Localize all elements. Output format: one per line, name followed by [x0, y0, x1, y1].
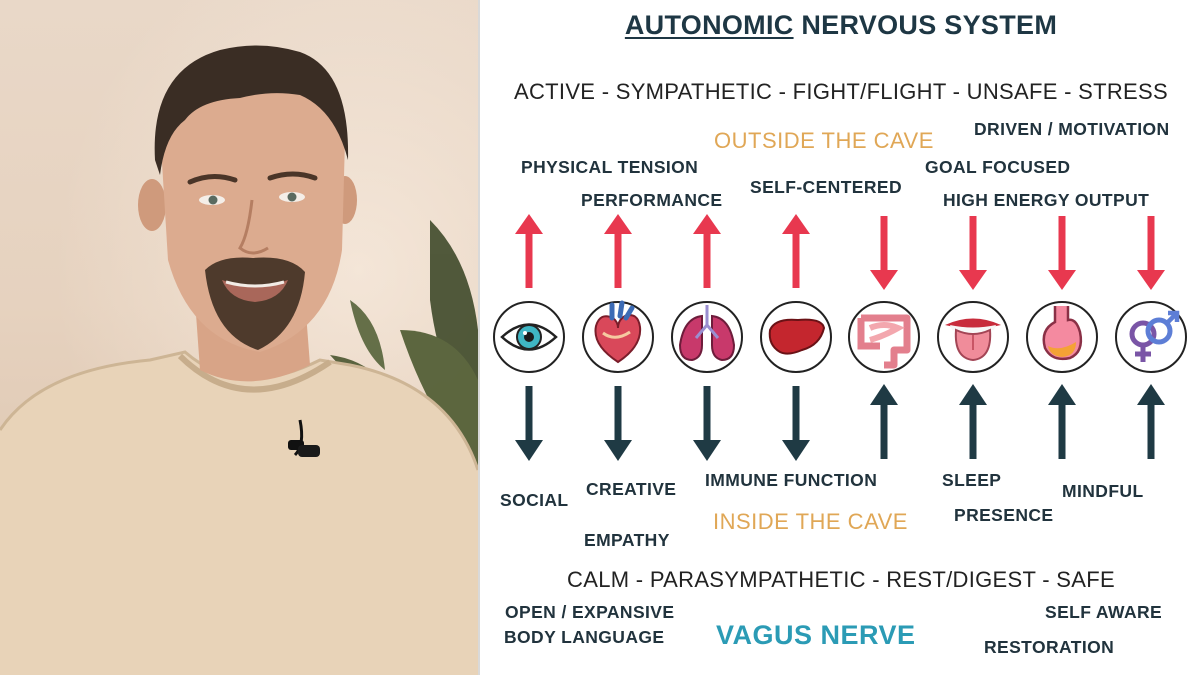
trait-body-language: BODY LANGUAGE	[504, 627, 665, 647]
trait-self-aware: SELF AWARE	[1045, 602, 1163, 622]
trait-empathy: EMPATHY	[584, 530, 670, 550]
bottom-arrow-5	[870, 384, 898, 459]
title-underlined-word: AUTONOMIC	[624, 10, 794, 40]
vagus-nerve-label: VAGUS NERVE	[716, 620, 916, 650]
presenter-illustration	[0, 45, 478, 675]
intestines-icon	[848, 301, 920, 373]
trait-presence: PRESENCE	[954, 505, 1054, 525]
trait-immune-function: IMMUNE FUNCTION	[705, 470, 878, 490]
mouth-tongue-icon	[937, 301, 1009, 373]
sympathetic-summary: ACTIVE - SYMPATHETIC - FIGHT/FLIGHT - UN…	[514, 79, 1168, 104]
gender-symbols-icon	[1115, 301, 1187, 373]
trait-mindful: MINDFUL	[1062, 481, 1144, 501]
bottom-arrow-7	[1048, 384, 1076, 459]
trait-high-energy: HIGH ENERGY OUTPUT	[943, 190, 1150, 210]
trait-self-centered: SELF-CENTERED	[750, 177, 903, 197]
lungs-icon	[671, 301, 743, 373]
outside-cave-label: OUTSIDE THE CAVE	[714, 128, 934, 153]
trait-performance: PERFORMANCE	[581, 190, 723, 210]
top-arrow-3	[693, 214, 721, 288]
diagram-title: AUTONOMIC NERVOUS SYSTEM	[480, 10, 1200, 41]
ans-diagram: AUTONOMIC NERVOUS SYSTEM ACTIVE - SYMPAT…	[478, 0, 1200, 675]
top-arrow-6	[959, 216, 987, 290]
top-arrow-8	[1137, 216, 1165, 290]
bottom-arrow-3	[693, 386, 721, 461]
tshirt	[0, 352, 478, 675]
beard	[205, 257, 305, 350]
bottom-arrow-2	[604, 386, 632, 461]
title-rest: NERVOUS SYSTEM	[793, 10, 1058, 40]
eye-icon	[493, 301, 565, 373]
hair	[154, 45, 349, 175]
liver-icon	[760, 301, 832, 373]
trait-restoration: RESTORATION	[984, 637, 1115, 657]
stomach-icon	[1026, 301, 1098, 373]
lapel-microphone	[288, 419, 320, 457]
trait-open-expansive: OPEN / EXPANSIVE	[505, 602, 675, 622]
trait-goal-focused: GOAL FOCUSED	[925, 157, 1071, 177]
inside-cave-label: INSIDE THE CAVE	[713, 509, 908, 534]
presenter-video	[0, 0, 478, 675]
top-arrow-4	[782, 214, 810, 288]
trait-sleep: SLEEP	[942, 470, 1002, 490]
parasympathetic-summary: CALM - PARASYMPATHETIC - REST/DIGEST - S…	[567, 567, 1115, 592]
heart-icon	[582, 300, 654, 373]
bottom-arrow-6	[959, 384, 987, 459]
trait-driven: DRIVEN / MOTIVATION	[974, 119, 1170, 139]
top-arrow-1	[515, 214, 543, 288]
top-arrow-5	[870, 216, 898, 290]
bottom-arrow-8	[1137, 384, 1165, 459]
top-arrow-2	[604, 214, 632, 288]
trait-creative: CREATIVE	[586, 479, 677, 499]
arrows-and-organs	[493, 214, 1187, 461]
bottom-arrow-4	[782, 386, 810, 461]
bottom-arrow-1	[515, 386, 543, 461]
trait-social: SOCIAL	[500, 490, 569, 510]
trait-physical-tension: PHYSICAL TENSION	[521, 157, 699, 177]
top-arrow-7	[1048, 216, 1076, 290]
